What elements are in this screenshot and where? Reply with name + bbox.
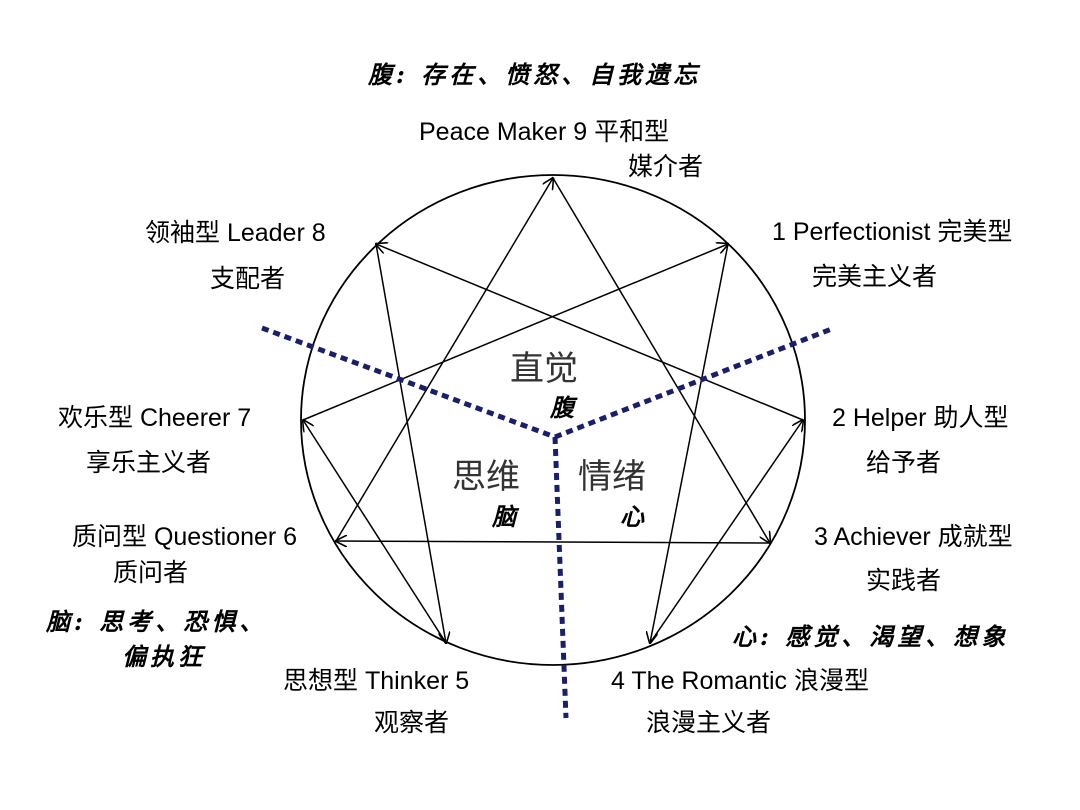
head-center-note-line1: 脑: 思考、恐惧、 xyxy=(46,607,268,636)
type-2-desc: 给予者 xyxy=(866,449,942,477)
type-7-label: 欢乐型 Cheerer 7 xyxy=(58,404,252,432)
type-9-desc: 媒介者 xyxy=(628,153,704,181)
arrow-7-to-1 xyxy=(302,244,728,421)
type-8-label: 领袖型 Leader 8 xyxy=(145,219,326,247)
center-gut-sublabel: 腹 xyxy=(550,393,574,422)
type-5-label: 思想型 Thinker 5 xyxy=(283,667,470,695)
heart-center-note: 心: 感觉、渴望、想象 xyxy=(732,622,1010,651)
center-heart-sublabel: 心 xyxy=(620,502,644,531)
type-8-desc: 支配者 xyxy=(210,265,286,293)
gut-center-note: 腹: 存在、愤怒、自我遗忘 xyxy=(368,60,702,89)
type-6-desc: 质问者 xyxy=(113,559,189,587)
arrow-1-to-4 xyxy=(650,243,729,643)
type-3-desc: 实践者 xyxy=(866,567,942,595)
center-heart-label: 情绪 xyxy=(578,457,646,497)
type-4-label: 4 The Romantic 浪漫型 xyxy=(611,667,869,695)
center-head-sublabel: 脑 xyxy=(492,502,516,531)
outer-circle xyxy=(300,174,806,666)
type-5-desc: 观察者 xyxy=(374,709,450,737)
type-1-desc: 完美主义者 xyxy=(812,263,938,291)
arrow-9-to-3 xyxy=(552,177,770,543)
type-3-label: 3 Achiever 成就型 xyxy=(814,523,1013,551)
arrow-6-to-9 xyxy=(335,178,553,542)
center-head-label: 思维 xyxy=(452,457,520,497)
type-1-label: 1 Perfectionist 完美型 xyxy=(772,218,1013,246)
arrow-3-to-6 xyxy=(336,541,771,543)
arrow-2-to-8 xyxy=(376,244,804,421)
center-divider xyxy=(261,325,835,719)
center-gut-label: 直觉 xyxy=(510,349,578,389)
type-7-desc: 享乐主义者 xyxy=(86,449,212,477)
type-9-label: Peace Maker 9 平和型 xyxy=(419,118,670,146)
type-2-label: 2 Helper 助人型 xyxy=(832,404,1009,432)
arrow-8-to-5 xyxy=(375,243,446,643)
type-4-desc: 浪漫主义者 xyxy=(646,709,772,737)
arrow-5-to-7 xyxy=(303,420,447,644)
type-6-label: 质问型 Questioner 6 xyxy=(72,523,298,551)
arrow-4-to-2 xyxy=(649,420,803,644)
head-center-note-line2: 偏执狂 xyxy=(122,642,206,671)
